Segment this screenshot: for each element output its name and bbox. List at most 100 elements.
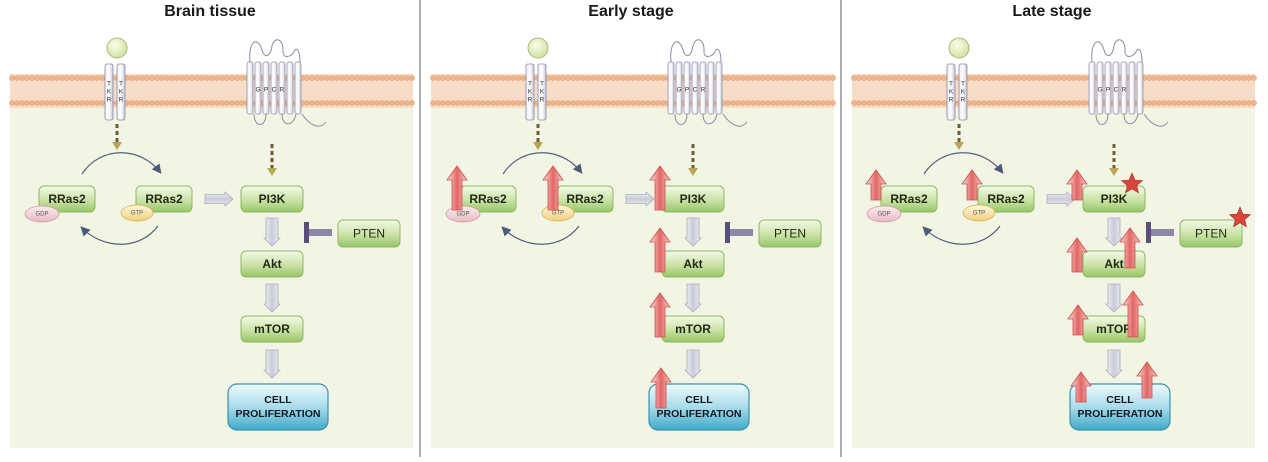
rras2-gdp-box — [38, 185, 96, 213]
lipid-head — [344, 75, 350, 81]
pten-box — [337, 219, 401, 248]
lipid-head — [871, 75, 877, 81]
gpcr-letter: C — [693, 87, 698, 94]
lipid-head — [460, 100, 466, 106]
lipid-head — [435, 75, 441, 81]
lipid-head — [169, 100, 175, 106]
lipid-head — [876, 100, 882, 106]
lipid-head — [1001, 75, 1007, 81]
rras2-gtp-label: RRas2 — [566, 192, 604, 206]
lipid-head — [760, 75, 766, 81]
lipid-head — [29, 75, 35, 81]
akt-to-mtor-arrow — [263, 283, 281, 313]
lipid-head — [635, 75, 641, 81]
mtor-upregulation-arrow-right — [1122, 290, 1144, 338]
lipid-head — [1041, 100, 1047, 106]
lipid-head — [595, 75, 601, 81]
cell-proliferation-box — [227, 383, 329, 431]
lipid-head — [1016, 100, 1022, 106]
lipid-head — [44, 100, 50, 106]
mtor-upregulation-arrow — [649, 292, 671, 338]
lipid-head — [480, 100, 486, 106]
lipid-head — [139, 75, 145, 81]
lipid-head — [59, 75, 65, 81]
cell-label-line1: CELL — [264, 394, 292, 406]
lipid-head — [1236, 75, 1242, 81]
gpcr-helix — [1088, 61, 1096, 115]
lipid-head — [800, 100, 806, 106]
tkr-letter: T — [528, 81, 532, 88]
cell-proliferation-upregulation-arrow-right — [1136, 361, 1158, 399]
lipid-head — [94, 75, 100, 81]
lipid-head — [485, 75, 491, 81]
lipid-head — [660, 75, 666, 81]
pi3k-label: PI3K — [259, 192, 286, 206]
lipid-head — [455, 100, 461, 106]
lipid-head — [1026, 100, 1032, 106]
gtp-label: GTP — [131, 211, 143, 217]
lipid-head — [765, 75, 771, 81]
gpcr-letter: C — [1114, 87, 1119, 94]
lipid-head — [580, 75, 586, 81]
cytoplasm — [431, 108, 834, 448]
lipid-head — [490, 100, 496, 106]
lipid-head — [1196, 100, 1202, 106]
lipid-head — [906, 75, 912, 81]
lipid-head — [1201, 100, 1207, 106]
tkr-signal-arrow-head — [112, 142, 122, 150]
lipid-head — [565, 100, 571, 106]
lipid-head — [74, 100, 80, 106]
lipid-head — [580, 100, 586, 106]
lipid-head — [69, 100, 75, 106]
lipid-head — [555, 75, 561, 81]
lipid-head — [319, 100, 325, 106]
lipid-head — [815, 75, 821, 81]
lipid-head — [234, 75, 240, 81]
lipid-head — [785, 75, 791, 81]
lipid-head — [1046, 75, 1052, 81]
lipid-head — [911, 75, 917, 81]
lipid-head — [84, 75, 90, 81]
lipid-head — [49, 75, 55, 81]
lipid-head — [1151, 75, 1157, 81]
gpcr-helix — [707, 61, 715, 115]
gdp-badge — [866, 205, 902, 223]
lipid-head — [615, 75, 621, 81]
lipid-head — [1006, 75, 1012, 81]
lipid-head — [795, 100, 801, 106]
pi3k-upregulation-arrow — [649, 165, 671, 211]
lipid-head — [309, 75, 315, 81]
lipid-head — [520, 100, 526, 106]
lipid-head — [1216, 100, 1222, 106]
gpcr-helix — [246, 61, 254, 115]
lipid-head — [510, 100, 516, 106]
lipid-head — [1156, 75, 1162, 81]
lipid-head — [9, 75, 15, 81]
lipid-head — [49, 100, 55, 106]
lipid-head — [450, 100, 456, 106]
tkr-letter: K — [540, 89, 545, 96]
lipid-head — [450, 75, 456, 81]
lipid-head — [1226, 100, 1232, 106]
lipid-head — [971, 100, 977, 106]
tkr-letter: R — [961, 97, 966, 104]
lipid-head — [515, 75, 521, 81]
lipid-head — [324, 100, 330, 106]
lipid-head — [991, 100, 997, 106]
lipid-head — [369, 100, 375, 106]
gpcr-letter: G — [255, 87, 260, 94]
lipid-head — [389, 100, 395, 106]
lipid-head — [630, 75, 636, 81]
lipid-head — [1181, 100, 1187, 106]
lipid-head — [921, 75, 927, 81]
lipid-head — [996, 75, 1002, 81]
rras2-to-pi3k-arrow — [1046, 191, 1076, 207]
lipid-head — [384, 75, 390, 81]
lipid-head — [1056, 75, 1062, 81]
lipid-head — [309, 100, 315, 106]
lipid-head — [1201, 75, 1207, 81]
lipid-head — [886, 75, 892, 81]
pten-inhibition-shaft — [307, 229, 332, 236]
lipid-head — [1186, 75, 1192, 81]
lipid-head — [765, 100, 771, 106]
